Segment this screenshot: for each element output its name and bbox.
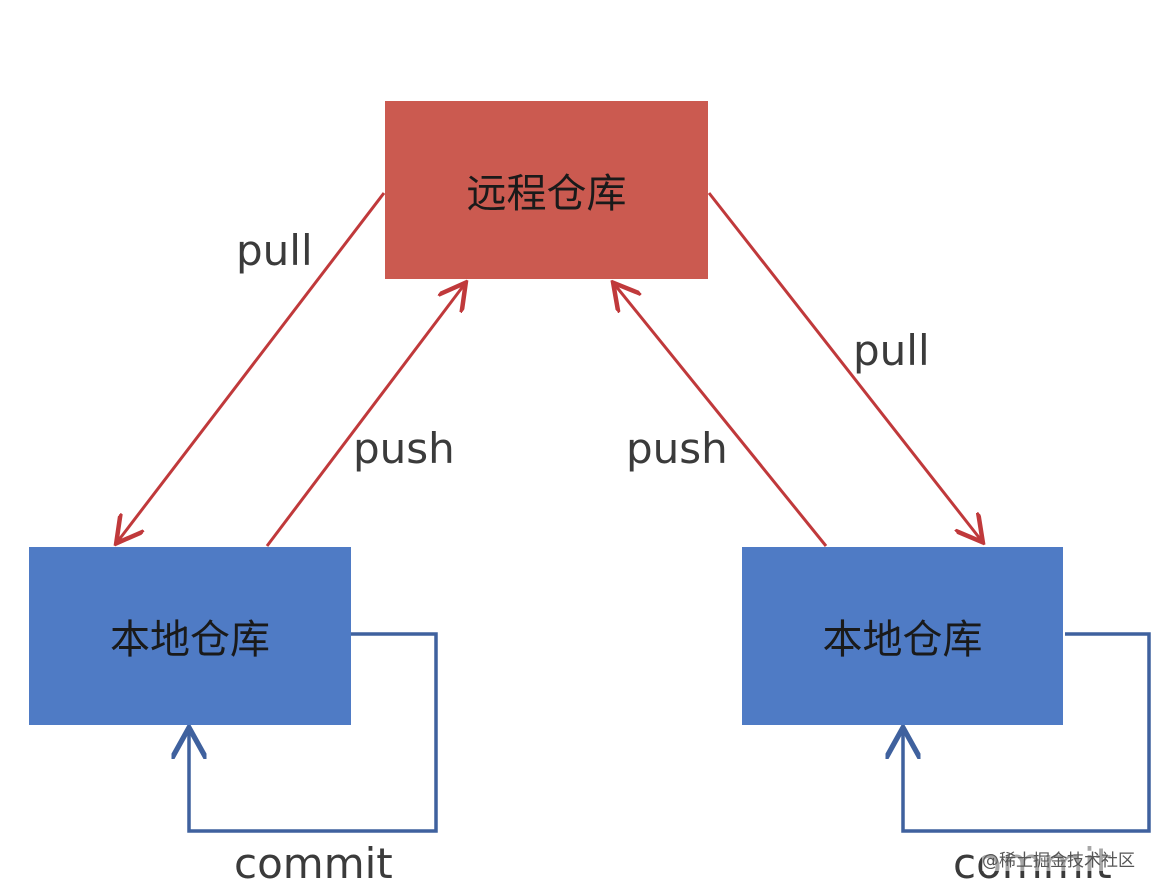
push-arrow-left [265,285,464,547]
pull-label-right: pull [853,326,930,375]
push-arrow-right [615,285,828,547]
commit-loop-left [189,632,438,833]
commit-loop-right [903,632,1151,833]
local-repo-node-right: 本地仓库 [742,547,1063,725]
commit-label-left: commit [234,839,393,888]
local-repo-node-left: 本地仓库 [29,547,351,725]
push-label-left: push [353,424,455,473]
remote-repo-label: 远程仓库 [466,171,627,217]
local-repo-label-right: 本地仓库 [822,617,983,663]
watermark-text: @稀土掘金技术社区 [982,846,1135,871]
pull-arrow-right [707,192,981,540]
push-label-right: push [626,424,728,473]
pull-label-left: pull [236,226,313,275]
remote-repo-node: 远程仓库 [385,101,708,279]
pull-arrow-left [118,192,386,541]
local-repo-label-left: 本地仓库 [110,617,270,663]
